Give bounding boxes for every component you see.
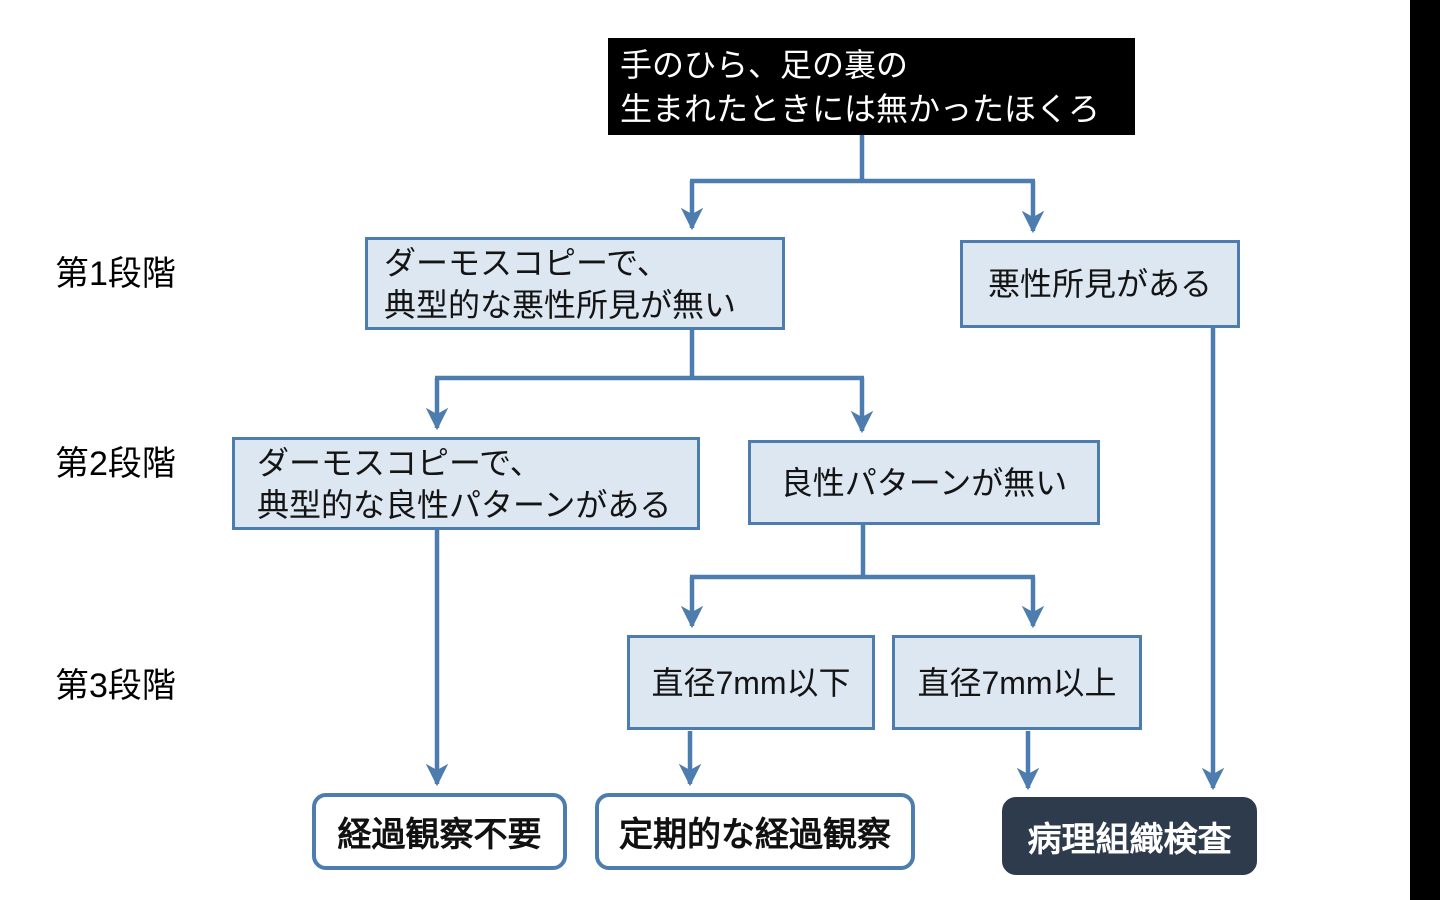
stage-label-2: 第2段階 bbox=[55, 445, 176, 483]
stage2-benign-pattern-line2: 典型的な良性パターンがある bbox=[257, 486, 672, 523]
outcome-biopsy-node: 病理組織検査 bbox=[1002, 797, 1257, 875]
stage-label-1: 第1段階 bbox=[55, 255, 176, 293]
root-node-line1: 手のひら、足の裏の bbox=[620, 46, 909, 83]
stage1-no-malignant-line2: 典型的な悪性所見が無い bbox=[384, 286, 737, 323]
stage3-over-7mm-node: 直径7mm以上 bbox=[892, 635, 1142, 730]
stage1-malignant-node: 悪性所見がある bbox=[960, 240, 1240, 328]
stage1-no-malignant-line1: ダーモスコピーで、 bbox=[384, 244, 669, 281]
outcome-no-followup-node: 経過観察不要 bbox=[312, 793, 567, 870]
stage3-under-7mm-node: 直径7mm以下 bbox=[627, 635, 875, 730]
outcome-periodic-followup-label: 定期的な経過観察 bbox=[619, 816, 891, 854]
stage3-under-7mm-label: 直径7mm以下 bbox=[651, 664, 851, 701]
stage3-over-7mm-label: 直径7mm以上 bbox=[917, 664, 1117, 701]
outcome-periodic-followup-node: 定期的な経過観察 bbox=[595, 793, 915, 870]
stage1-malignant-label: 悪性所見がある bbox=[987, 266, 1212, 302]
stage-label-3: 第3段階 bbox=[55, 667, 176, 705]
outcome-no-followup-label: 経過観察不要 bbox=[337, 816, 542, 854]
stage2-no-benign-pattern-label: 良性パターンが無い bbox=[780, 464, 1068, 501]
stage2-benign-pattern-node: ダーモスコピーで、 典型的な良性パターンがある bbox=[232, 437, 700, 530]
stage2-no-benign-pattern-node: 良性パターンが無い bbox=[748, 440, 1100, 525]
stage1-no-malignant-node: ダーモスコピーで、 典型的な悪性所見が無い bbox=[365, 237, 785, 330]
stage2-benign-pattern-line1: ダーモスコピーで、 bbox=[257, 444, 542, 481]
slide-edge-black-strip bbox=[1410, 0, 1440, 900]
root-node-line2: 生まれたときには無かったほくろ bbox=[620, 90, 1101, 127]
outcome-biopsy-label: 病理組織検査 bbox=[1027, 820, 1232, 859]
root-node-congenital-mole: 手のひら、足の裏の 生まれたときには無かったほくろ bbox=[608, 38, 1135, 135]
